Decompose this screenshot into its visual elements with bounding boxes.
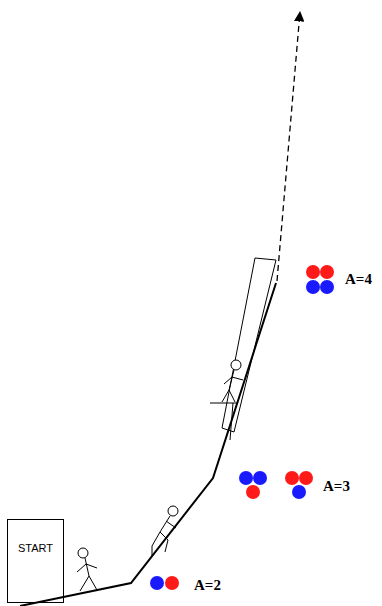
stick-figure [77,548,97,591]
mass-number-label: A=4 [345,271,372,288]
stick-figure [210,360,243,440]
ladder-frame [222,258,276,432]
mass-number-label: A=3 [323,478,350,495]
nucleus-a4 [306,265,334,294]
start-sign: START [7,519,64,603]
sign-text: START [18,542,53,554]
nucleus-a2 [150,576,179,590]
stick-figure [152,506,178,556]
nucleus-a3 [239,471,267,499]
slope-line [20,283,276,606]
dashed-arrow [277,12,300,281]
mass-number-label: A=2 [194,577,221,594]
nucleus-a3 [285,471,313,499]
